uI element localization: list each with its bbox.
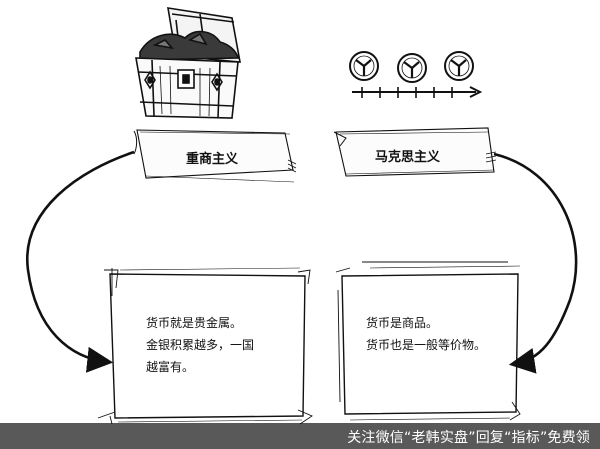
left-label-text: 重商主义 xyxy=(186,152,239,167)
right-box-text: 货币是商品。 货币也是一般等价物。 xyxy=(366,312,516,356)
left-box-line-3: 越富有。 xyxy=(146,360,195,374)
left-curved-arrow xyxy=(26,150,135,373)
clock-1-icon xyxy=(349,51,379,81)
left-box-line-1: 货币就是贵金属。 xyxy=(146,316,243,330)
right-label-text: 马克思主义 xyxy=(375,150,441,165)
watermark-bar: 关注微信“老韩实盘”回复“指标”免费领 xyxy=(0,423,600,449)
left-label-banner xyxy=(133,129,297,183)
left-content-box-frame xyxy=(97,267,313,425)
right-content-box-frame xyxy=(335,261,521,421)
clock-2-icon xyxy=(397,53,427,83)
clocks-timeline-icon xyxy=(349,51,483,98)
right-label-banner xyxy=(333,127,497,177)
left-box-line-2: 金银积累越多，一国 xyxy=(146,338,255,352)
clock-3-icon xyxy=(444,51,474,81)
treasure-chest-icon xyxy=(135,7,241,119)
watermark-text: 关注微信“老韩实盘”回复“指标”免费领 xyxy=(347,430,590,446)
left-box-text: 货币就是贵金属。 金银积累越多，一国 越富有。 xyxy=(146,312,296,378)
right-curved-arrow xyxy=(493,152,578,374)
right-box-line-1: 货币是商品。 xyxy=(366,316,439,330)
right-box-line-2: 货币也是一般等价物。 xyxy=(366,338,487,352)
